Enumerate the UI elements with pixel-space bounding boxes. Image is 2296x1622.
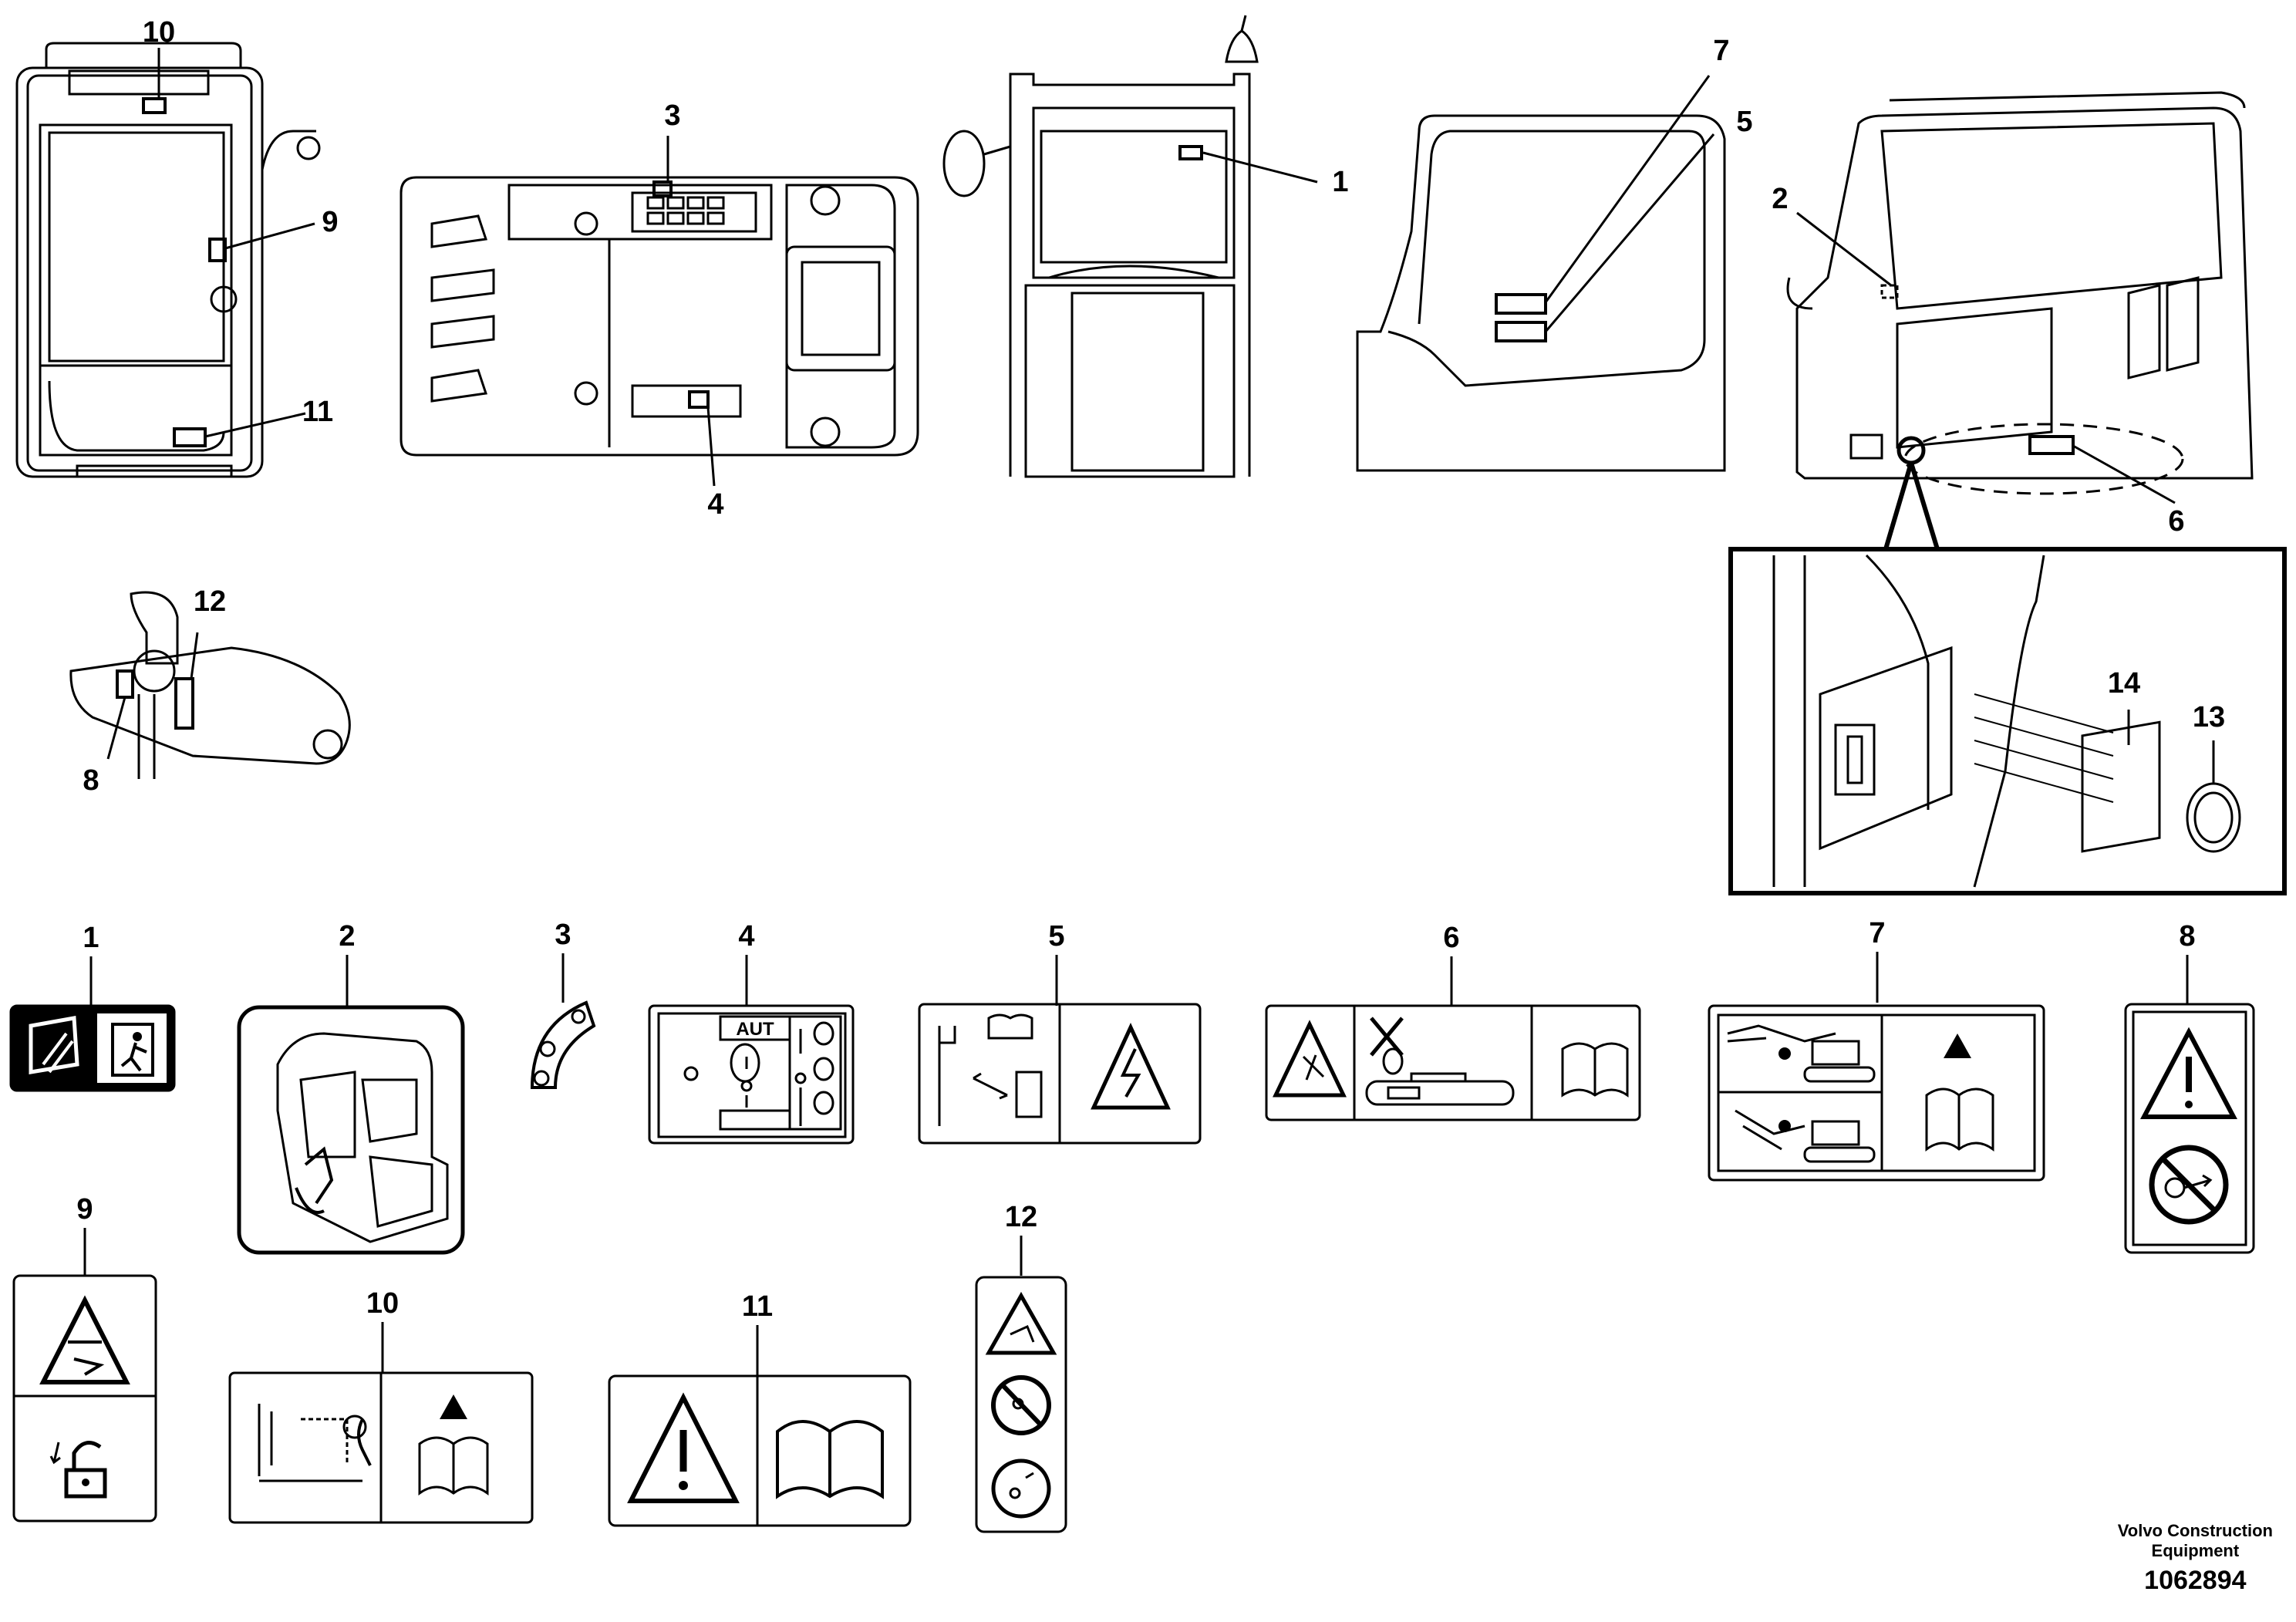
decal-6: 6 bbox=[1265, 922, 1641, 1121]
cab-front-view bbox=[942, 15, 1259, 478]
decal-8-label: 8 bbox=[2179, 920, 2195, 953]
decal-10: 10 bbox=[228, 1287, 534, 1524]
decal-4: 4 AUT bbox=[648, 920, 855, 1145]
detail-zoom-box bbox=[1728, 462, 2287, 895]
callout-7: 7 bbox=[1713, 35, 1729, 67]
console-top-view bbox=[400, 176, 919, 457]
callout-10: 10 bbox=[143, 16, 175, 49]
callout-13: 13 bbox=[2193, 701, 2225, 733]
callout-9: 9 bbox=[322, 206, 338, 238]
drawing-number: 1062894 bbox=[2144, 1566, 2247, 1595]
decal-4-label: 4 bbox=[738, 920, 754, 953]
callout-1: 1 bbox=[1332, 166, 1348, 198]
decal-6-label: 6 bbox=[1443, 922, 1459, 954]
callout-8: 8 bbox=[83, 764, 99, 797]
decal-4-aut-text: AUT bbox=[736, 1019, 774, 1040]
decal-11-label: 11 bbox=[742, 1290, 773, 1323]
callout-6: 6 bbox=[2168, 505, 2184, 538]
cab-angle-view bbox=[1786, 91, 2254, 495]
decal-5-label: 5 bbox=[1048, 920, 1064, 953]
decal-11: 11 bbox=[608, 1290, 912, 1527]
decal-9: 9 bbox=[12, 1193, 157, 1523]
decal-8: 8 bbox=[2124, 920, 2255, 1254]
decal-5: 5 bbox=[918, 920, 1202, 1145]
callout-5: 5 bbox=[1736, 106, 1752, 138]
decal-3-label: 3 bbox=[555, 919, 571, 951]
decal-3: 3 bbox=[530, 919, 596, 1089]
callout-3: 3 bbox=[664, 99, 680, 132]
joystick-armrest-view bbox=[69, 591, 351, 779]
decal-2-label: 2 bbox=[339, 920, 355, 953]
decal-12: 12 bbox=[975, 1201, 1067, 1533]
decal-1-label: 1 bbox=[83, 922, 99, 954]
decal-12-label: 12 bbox=[1005, 1201, 1037, 1233]
callout-11: 11 bbox=[302, 396, 333, 428]
credit-line-1: Volvo Construction bbox=[2117, 1521, 2273, 1540]
decal-7: 7 bbox=[1708, 917, 2045, 1182]
callout-numbers: 10 9 11 3 4 1 7 5 2 6 14 13 12 8 bbox=[83, 16, 2225, 797]
leader-lines bbox=[106, 48, 2215, 784]
decal-9-label: 9 bbox=[76, 1193, 93, 1226]
callout-12: 12 bbox=[194, 585, 226, 618]
decal-1: 1 bbox=[9, 922, 176, 1092]
cab-door-view bbox=[1356, 114, 1726, 472]
callout-4: 4 bbox=[707, 488, 723, 521]
decal-7-label: 7 bbox=[1869, 917, 1885, 949]
callout-14: 14 bbox=[2108, 667, 2140, 700]
decal-10-label: 10 bbox=[366, 1287, 399, 1320]
cab-rear-view bbox=[15, 42, 321, 478]
credit-line-2: Equipment bbox=[2151, 1541, 2240, 1560]
credit-block: Volvo Construction Equipment 1062894 bbox=[2118, 1521, 2273, 1596]
decal-2: 2 bbox=[237, 920, 465, 1255]
callout-2: 2 bbox=[1772, 183, 1788, 215]
